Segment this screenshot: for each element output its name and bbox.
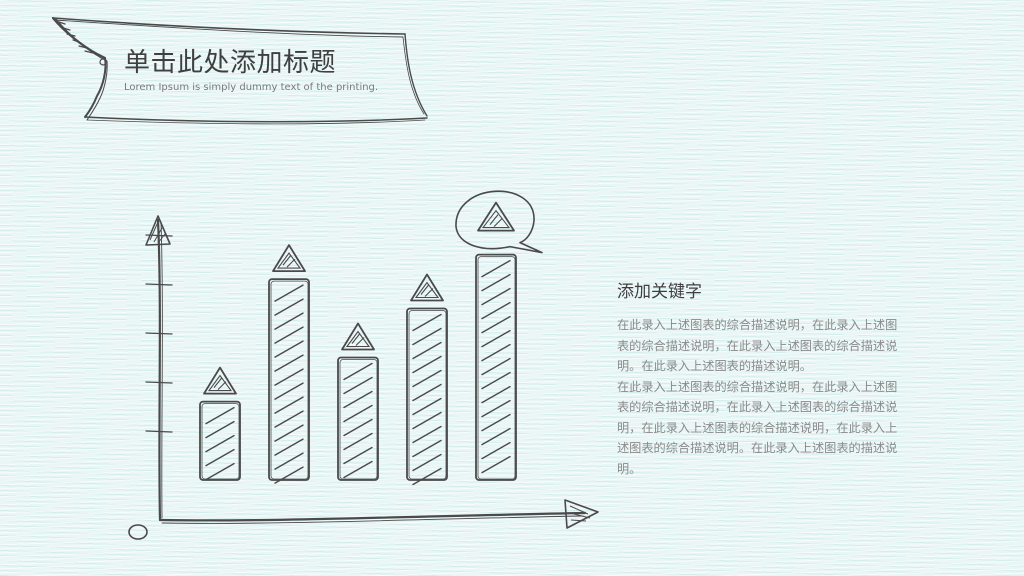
page-subtitle: Lorem Ipsum is simply dummy text of the … [124,82,379,93]
y-axis-tick [145,283,173,286]
chart-bar [475,253,517,481]
y-axis-tick [145,234,173,237]
x-axis [158,511,587,522]
y-axis-tick [145,381,173,384]
triangle-marker-icon [477,201,515,232]
sketch-bar-chart [128,190,599,540]
page-title: 单击此处添加标题 [124,48,337,78]
chart-bar [337,356,379,481]
y-axis-tick [145,332,173,335]
description-paragraph-2: 在此录入上述图表的综合描述说明，在此录入上述图表的综合描述说明，在此录入上述图表… [617,379,898,476]
triangle-marker-icon [272,244,306,272]
keyword-title: 添加关键字 [617,282,702,302]
triangle-marker-icon [410,273,444,302]
speech-bubble-icon [455,190,543,254]
chart-bar [199,400,241,481]
chart-bar [268,278,310,484]
title-banner [51,16,428,125]
y-axis-tick [145,430,173,433]
chart-bar [406,307,448,486]
triangle-marker-icon [203,366,237,395]
description-paragraph-1: 在此录入上述图表的综合描述说明，在此录入上述图表的综合描述说明，在此录入上述图表… [617,318,898,373]
y-axis [156,218,162,522]
y-axis-arrow-icon [145,215,171,246]
description-text: 在此录入上述图表的综合描述说明，在此录入上述图表的综合描述说明，在此录入上述图表… [617,315,907,479]
x-axis-arrow-icon [564,499,599,529]
origin-circle-icon [128,524,148,540]
triangle-marker-icon [341,322,375,351]
